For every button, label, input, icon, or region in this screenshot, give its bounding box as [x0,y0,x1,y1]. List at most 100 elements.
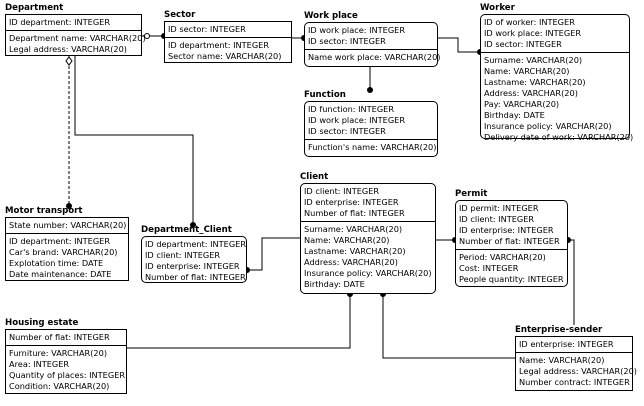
entity-enterprise-sender[interactable]: Enterprise-sender ID enterprise: INTEGER… [515,325,637,391]
many-cardinality-dot [190,222,196,228]
key-attribute: ID work place: INTEGER [308,115,406,125]
optional-hollow-diamond [65,56,73,66]
attribute: Insurance policy: VARCHAR(20) [304,268,432,278]
attribute: Name: VARCHAR(20) [519,355,605,365]
key-attribute: ID sector: INTEGER [168,24,246,34]
attribute: Function's name: VARCHAR(20) [308,142,437,152]
key-attribute: ID function: INTEGER [308,104,395,114]
key-attribute: ID enterprise: INTEGER [459,225,554,235]
entity-box: State number: VARCHAR(20) ID department:… [5,217,129,281]
attribute-section: Name work place: VARCHAR(20) [305,50,441,65]
entity-box: ID sector: INTEGER ID department: INTEGE… [164,21,292,63]
attribute-section: Name: VARCHAR(20)Legal address: VARCHAR(… [516,353,637,390]
attribute-section: Surname: VARCHAR(20)Name: VARCHAR(20)Las… [301,222,435,292]
key-attribute: Number of flat: INTEGER [9,332,110,342]
key-attribute: ID sector: INTEGER [484,39,562,49]
attribute: Date maintenance: DATE [9,269,112,279]
attribute: Address: VARCHAR(20) [484,88,578,98]
key-attribute: ID sector: INTEGER [308,126,386,136]
relationship-line-enterprise_sender-to-permit [568,239,575,325]
attribute: Address: VARCHAR(20) [304,257,398,267]
attribute: Lastname: VARCHAR(20) [484,77,586,87]
entity-name: Function [304,90,346,100]
entity-motor-transport[interactable]: Motor transport State number: VARCHAR(20… [5,206,129,281]
key-attribute: ID enterprise: INTEGER [304,197,399,207]
attribute: Surname: VARCHAR(20) [304,224,403,234]
key-attribute: Number of flat: INTEGER [459,236,560,246]
key-attribute: ID department: INTEGER [145,239,247,249]
key-attribute: ID department: INTEGER [9,17,111,27]
entity-name: Worker [480,3,515,13]
relationship-line-work_place-to-worker [438,37,480,53]
key-section: ID sector: INTEGER [165,22,291,38]
key-attribute: ID client: INTEGER [304,186,380,196]
attribute: Condition: VARCHAR(20) [9,381,110,391]
key-attribute: State number: VARCHAR(20) [9,220,127,230]
attribute: Sector name: VARCHAR(20) [168,51,282,61]
attribute: Area: INTEGER [9,359,70,369]
relationship-line-client-to-department_client [247,237,300,271]
key-section: Number of flat: INTEGER [6,330,126,346]
entity-box: ID enterprise: INTEGER Name: VARCHAR(20)… [515,336,637,391]
relationship-line-department-to-department_client [74,56,194,225]
optional-hollow-circle [144,33,150,39]
attribute: Birthday: DATE [484,110,545,120]
attribute: Name work place: VARCHAR(20) [308,52,441,62]
attribute-section: Function's name: VARCHAR(20) [305,140,437,155]
entity-name: Permit [455,189,488,199]
attribute-section: Surname: VARCHAR(20)Name: VARCHAR(20)Las… [481,53,633,145]
attribute: Lastname: VARCHAR(20) [304,246,406,256]
key-section: ID enterprise: INTEGER [516,337,632,353]
attribute-section: Department name: VARCHAR(20)Legal addres… [6,31,146,57]
entity-housing-estate[interactable]: Housing estate Number of flat: INTEGER F… [5,318,127,394]
attribute: Legal address: VARCHAR(20) [9,44,128,54]
attribute: Birthday: DATE [304,279,365,289]
attribute: Department name: VARCHAR(20) [9,33,146,43]
attribute: Name: VARCHAR(20) [484,66,570,76]
key-attribute: ID client: INTEGER [145,250,221,260]
entity-name: Housing estate [5,318,79,328]
entity-sector[interactable]: Sector ID sector: INTEGER ID department:… [164,10,292,63]
attribute: People quantity: INTEGER [459,274,564,284]
key-section: ID department: INTEGER [6,15,141,31]
entity-name: Sector [164,10,196,20]
entity-department-client[interactable]: Department_Client ID department: INTEGER… [141,225,247,283]
attribute: Period: VARCHAR(20) [459,252,546,262]
relationship-line-enterprise_sender-to-client [382,294,515,359]
attribute: ID department: INTEGER [168,40,270,50]
attribute: Cost: INTEGER [459,263,519,273]
key-section: State number: VARCHAR(20) [6,218,128,234]
key-attribute: ID enterprise: INTEGER [519,339,614,349]
entity-name: Work place [304,11,358,21]
key-attribute: Number of flat: INTEGER [145,272,246,282]
relationship-line-housing_estate-to-client [127,294,351,349]
entity-box: Number of flat: INTEGER Furniture: VARCH… [5,329,127,394]
attribute: ID department: INTEGER [9,236,111,246]
key-attribute: ID of worker: INTEGER [484,17,575,27]
entity-name: Motor transport [5,206,83,216]
entity-box: ID department: INTEGER Department name: … [5,14,146,57]
entity-name: Department [5,3,64,13]
key-attribute: ID work place: INTEGER [484,28,582,38]
attribute: Explotation time: DATE [9,258,104,268]
key-attribute: ID enterprise: INTEGER [145,261,240,271]
entity-department[interactable]: Department ID department: INTEGER Depart… [5,3,146,57]
